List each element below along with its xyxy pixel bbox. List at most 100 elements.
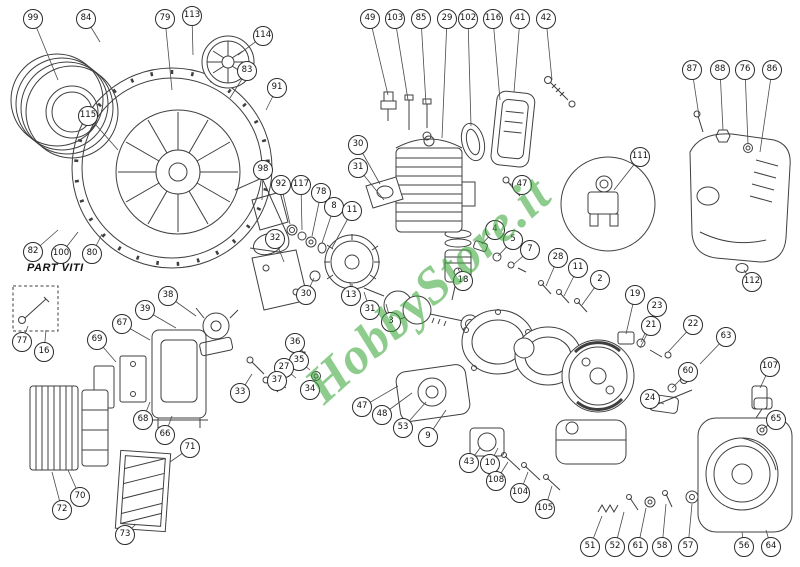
callout-balloon-16: 16 [34,342,54,362]
callout-balloon-102: 102 [458,9,478,29]
callout-balloon-78: 78 [311,183,331,203]
cylinder [365,135,476,233]
callout-balloon-67: 67 [112,314,132,334]
recoil-starter [697,397,793,533]
callout-balloon-112: 112 [742,272,762,292]
callout-balloon-92: 92 [271,175,291,195]
callout-balloon-108: 108 [486,471,506,491]
part-viti-label: PART VITI [27,262,84,274]
callout-balloon-76: 76 [735,60,755,80]
callout-balloon-42: 42 [536,9,556,29]
callout-balloon-57: 57 [678,537,698,557]
screws-detail-box [12,285,59,332]
callout-balloon-31: 31 [348,158,368,178]
callout-balloon-31: 31 [360,300,380,320]
callout-balloon-91: 91 [267,78,287,98]
callout-balloon-103: 103 [385,9,405,29]
callout-balloon-36: 36 [285,333,305,353]
pump-bracket [195,307,239,357]
callout-balloon-35: 35 [289,351,309,371]
callout-balloon-60: 60 [678,362,698,382]
callout-balloon-51: 51 [580,537,600,557]
callout-balloon-82: 82 [23,242,43,262]
callout-balloon-9: 9 [418,427,438,447]
callout-balloon-8: 8 [324,197,344,217]
callout-balloon-86: 86 [762,60,782,80]
callout-balloon-71: 71 [180,438,200,458]
magneto-flywheel [561,331,693,414]
callout-balloon-77: 77 [12,332,32,352]
callout-balloon-85: 85 [411,9,431,29]
callout-balloon-80: 80 [82,244,102,264]
callout-balloon-11: 11 [342,201,362,221]
callout-balloon-117: 117 [291,175,311,195]
callout-balloon-39: 39 [135,300,155,320]
callout-balloon-30: 30 [296,285,316,305]
callout-balloon-68: 68 [133,410,153,430]
callout-balloon-47: 47 [352,397,372,417]
callout-balloon-3: 3 [381,312,401,332]
callout-balloon-105: 105 [535,499,555,519]
callout-balloon-18: 18 [453,271,473,291]
muffler [490,76,576,197]
callout-balloon-100: 100 [51,244,71,264]
flywheel-center [309,234,380,290]
callout-balloon-66: 66 [155,425,175,445]
callout-balloon-58: 58 [652,537,672,557]
callout-balloon-7: 7 [520,240,540,260]
bottom-hardware-row [597,490,699,514]
callout-balloon-47: 47 [512,175,532,195]
callout-balloon-38: 38 [158,286,178,306]
callout-balloon-13: 13 [341,286,361,306]
callout-balloon-24: 24 [640,389,660,409]
callout-balloon-65: 65 [766,410,786,430]
callout-balloon-37: 37 [267,371,287,391]
crankcase-bottom-and-airbox [395,364,627,491]
callout-balloon-73: 73 [115,525,135,545]
callout-balloon-41: 41 [510,9,530,29]
callout-balloon-63: 63 [716,327,736,347]
callout-balloon-56: 56 [734,537,754,557]
callout-balloon-79: 79 [155,9,175,29]
ignition-coil-detail [560,156,656,252]
callout-balloon-116: 116 [483,9,503,29]
callout-balloon-114: 114 [253,26,273,46]
air-filter-box [29,385,109,471]
callout-balloon-32: 32 [265,229,285,249]
engine-cover [689,110,791,436]
callout-balloon-87: 87 [682,60,702,80]
callout-balloon-34: 34 [300,380,320,400]
callout-balloon-30: 30 [348,135,368,155]
callout-balloon-5: 5 [503,230,523,250]
callout-balloon-21: 21 [641,316,661,336]
callout-balloon-104: 104 [510,483,530,503]
filter-element [114,449,172,533]
callout-balloon-70: 70 [70,487,90,507]
callout-balloon-88: 88 [710,60,730,80]
callout-balloon-83: 83 [237,61,257,81]
callout-balloon-99: 99 [23,9,43,29]
callout-balloon-33: 33 [230,383,250,403]
callout-balloon-115: 115 [78,106,98,126]
callout-balloon-19: 19 [625,285,645,305]
crankcase-halves [461,280,588,386]
callout-balloon-4: 4 [485,220,505,240]
callout-balloon-23: 23 [647,297,667,317]
callout-balloon-113: 113 [182,6,202,26]
callout-balloon-49: 49 [360,9,380,29]
callout-balloon-22: 22 [683,315,703,335]
callout-balloon-52: 52 [605,537,625,557]
callout-balloon-98: 98 [253,160,273,180]
callout-balloon-64: 64 [761,537,781,557]
backpack-frame [93,329,208,428]
callout-balloon-72: 72 [52,500,72,520]
spark-plug-and-bolts [380,91,486,162]
callout-balloon-2: 2 [590,270,610,290]
callout-balloon-28: 28 [548,248,568,268]
callout-balloon-84: 84 [76,9,96,29]
callout-balloon-69: 69 [87,330,107,350]
callout-balloon-53: 53 [393,418,413,438]
callout-balloon-48: 48 [372,405,392,425]
